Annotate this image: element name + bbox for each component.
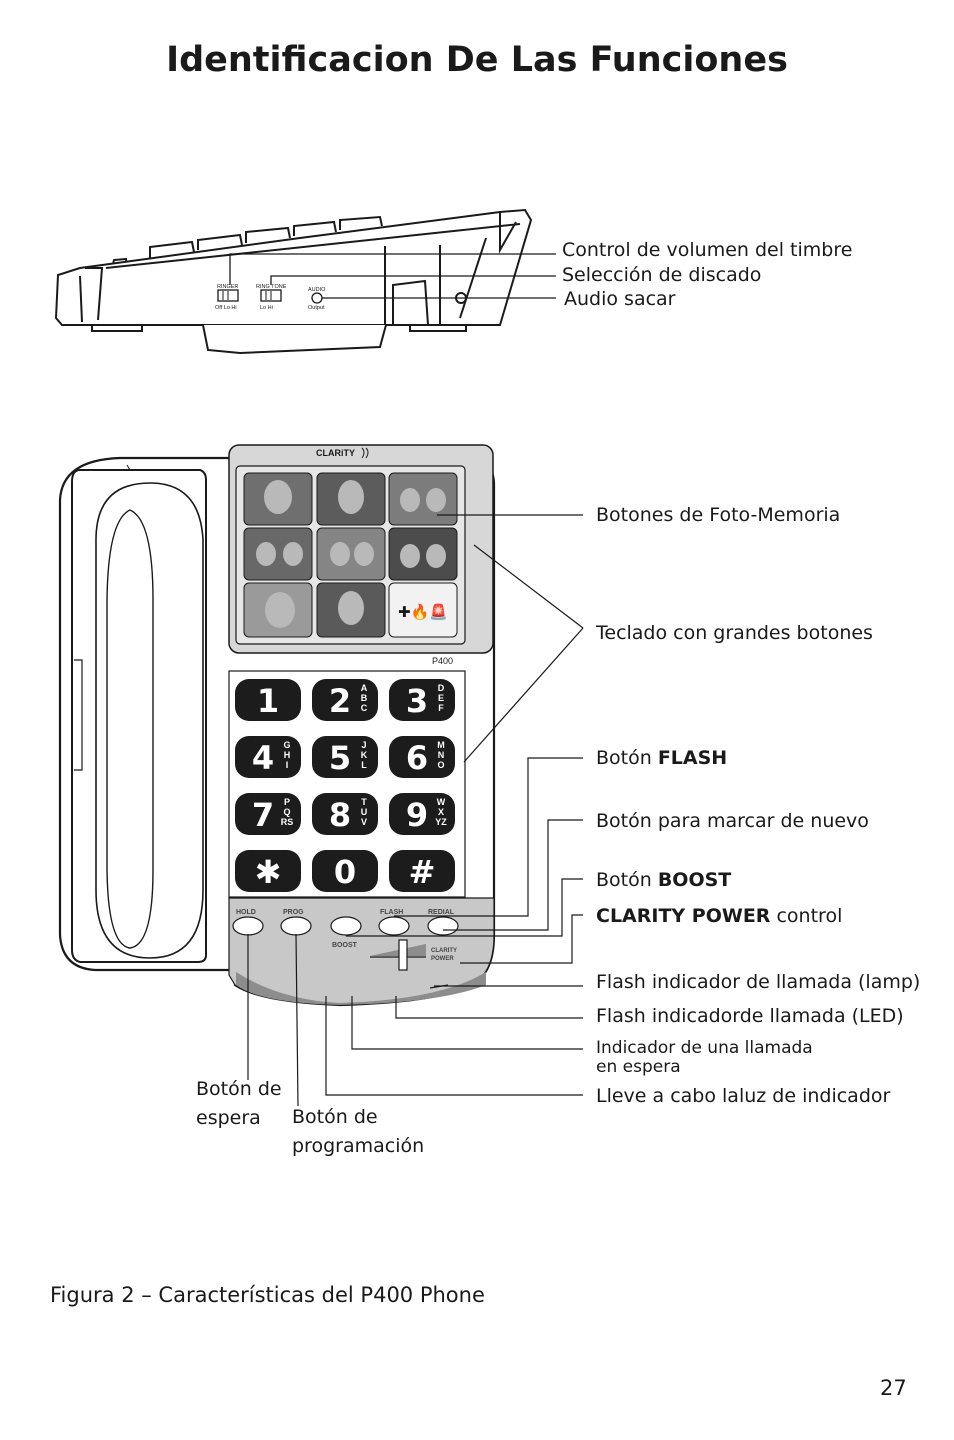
key-cap [235,679,301,721]
side-leader-lines [229,253,556,299]
label-dial-selection: Selección de discado [562,264,762,286]
key-digit: # [409,853,436,891]
audio-jack-label: AUDIO [308,287,326,293]
top-leader-lines [247,514,584,1107]
key-cap [312,736,378,778]
flash-button[interactable] [378,916,410,936]
key-digit: 7 [252,796,274,834]
label-flash-button: Botón FLASH [596,747,728,769]
emergency-symbols: ✚🔥🚨 [398,603,448,621]
label-hold-button-1: Botón de [196,1078,282,1100]
emergency-button[interactable] [388,582,458,638]
label-prog-button-1: Botón de [292,1106,378,1128]
label-hold-button-2: espera [196,1107,261,1129]
key-digit: 4 [252,739,274,777]
label-audio-output: Audio sacar [564,288,676,310]
ringtone-switch-label: RING TONE [256,284,287,290]
figure-caption: Figura 2 – Características del P400 Phon… [50,1283,485,1307]
key-digit: 6 [406,739,428,777]
key-digit: 0 [334,853,356,891]
label-ringer-volume: Control de volumen del timbre [562,239,853,261]
key-digit: 1 [257,682,279,720]
key-cap [312,850,378,892]
photo-button-4[interactable] [243,527,313,581]
flash-label: FLASH [380,909,403,916]
ringtone-positions: Lo Hi [260,305,273,311]
label-hold-indicator-2: en espera [596,1057,681,1077]
key-digit: 3 [406,682,428,720]
audio-output-label: Output [308,305,325,311]
brand-logo: CLARiTY [316,448,355,458]
label-flash-lamp: Flash indicador de llamada (lamp) [596,971,921,993]
key-cap [312,679,378,721]
label-clarity-power: CLARITY POWER control [596,905,843,927]
model-label: P400 [432,656,453,666]
clarity-power-slider[interactable] [370,939,426,971]
photo-button-6[interactable] [388,527,458,581]
key-cap [235,793,301,835]
photo-button-3[interactable] [388,472,458,526]
key-10[interactable]: 0 [312,850,378,892]
label-carry-indicator: Lleve a cabo laluz de indicador [596,1085,891,1107]
key-cap [389,793,455,835]
key-digit: ✱ [255,853,282,891]
key-cap [389,736,455,778]
hold-button[interactable] [232,916,264,936]
key-digit: 8 [329,796,351,834]
label-hold-indicator-1: Indicador de una llamada [596,1038,813,1058]
key-digit: 9 [406,796,428,834]
ringer-positions: Off Lo Hi [215,305,237,311]
label-redial: Botón para marcar de nuevo [596,810,869,832]
page-number: 27 [880,1376,907,1400]
prog-label: PROG [283,909,304,916]
key-11[interactable]: # [389,850,455,892]
redial-label: REDIAL [428,909,455,916]
redial-button[interactable] [427,916,459,936]
hold-label: HOLD [236,909,256,916]
key-digit: 2 [329,682,351,720]
key-digit: 5 [329,739,351,777]
photo-button-5[interactable] [316,527,386,581]
prog-button[interactable] [280,916,312,936]
label-boost-button: Botón BOOST [596,869,732,891]
photo-faces [256,480,446,628]
key-cap [389,679,455,721]
key-cap [389,850,455,892]
clarity-power-label-2: POWER [431,956,454,962]
boost-button[interactable] [330,916,362,936]
key-cap [312,793,378,835]
key-9[interactable]: ✱ [235,850,301,892]
label-flash-led: Flash indicadorde llamada (LED) [596,1005,904,1027]
label-keypad: Teclado con grandes botones [596,622,873,644]
key-cap [235,850,301,892]
page-title: Identificacion De Las Funciones [166,40,788,80]
key-0[interactable]: 1 [235,679,301,721]
boost-label: BOOST [332,942,358,949]
label-prog-button-2: programación [292,1135,425,1157]
key-cap [235,736,301,778]
ringer-switch-label: RINGER [217,284,238,290]
clarity-power-label-1: CLARITY [431,948,457,954]
label-photo-memory: Botones de Foto-Memoria [596,504,841,526]
phone-side-view [54,208,533,355]
